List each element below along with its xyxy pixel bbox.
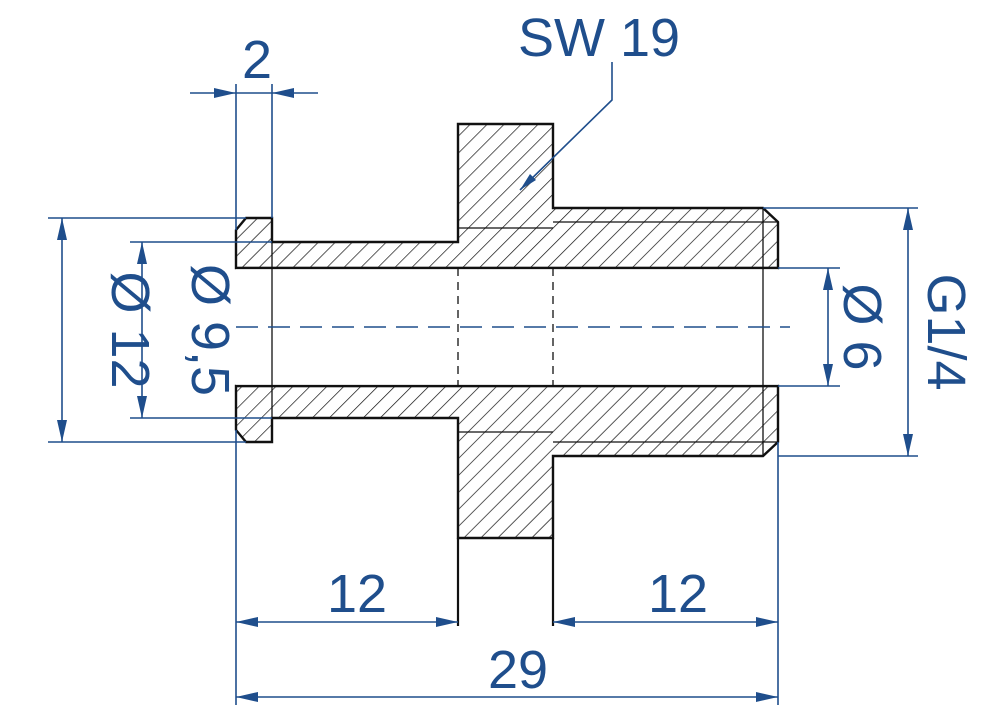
dim-flange-thickness: 2 bbox=[242, 30, 272, 90]
dim-left-length: 12 bbox=[327, 564, 387, 624]
dim-total-length: 29 bbox=[488, 640, 548, 700]
dim-bore-diameter: Ø 6 bbox=[832, 283, 892, 370]
dim-right-length: 12 bbox=[648, 564, 708, 624]
callout-wrench-size: SW 19 bbox=[518, 8, 680, 68]
part-section bbox=[234, 122, 780, 626]
lower-wall-hatch bbox=[234, 384, 780, 540]
dim-thread: G1/4 bbox=[916, 273, 976, 390]
dimensions bbox=[48, 62, 918, 705]
upper-wall-hatch bbox=[234, 122, 780, 270]
dim-outer-diameter: Ø 12 bbox=[100, 271, 160, 388]
dim-inner-diameter: Ø 9,5 bbox=[180, 264, 240, 396]
